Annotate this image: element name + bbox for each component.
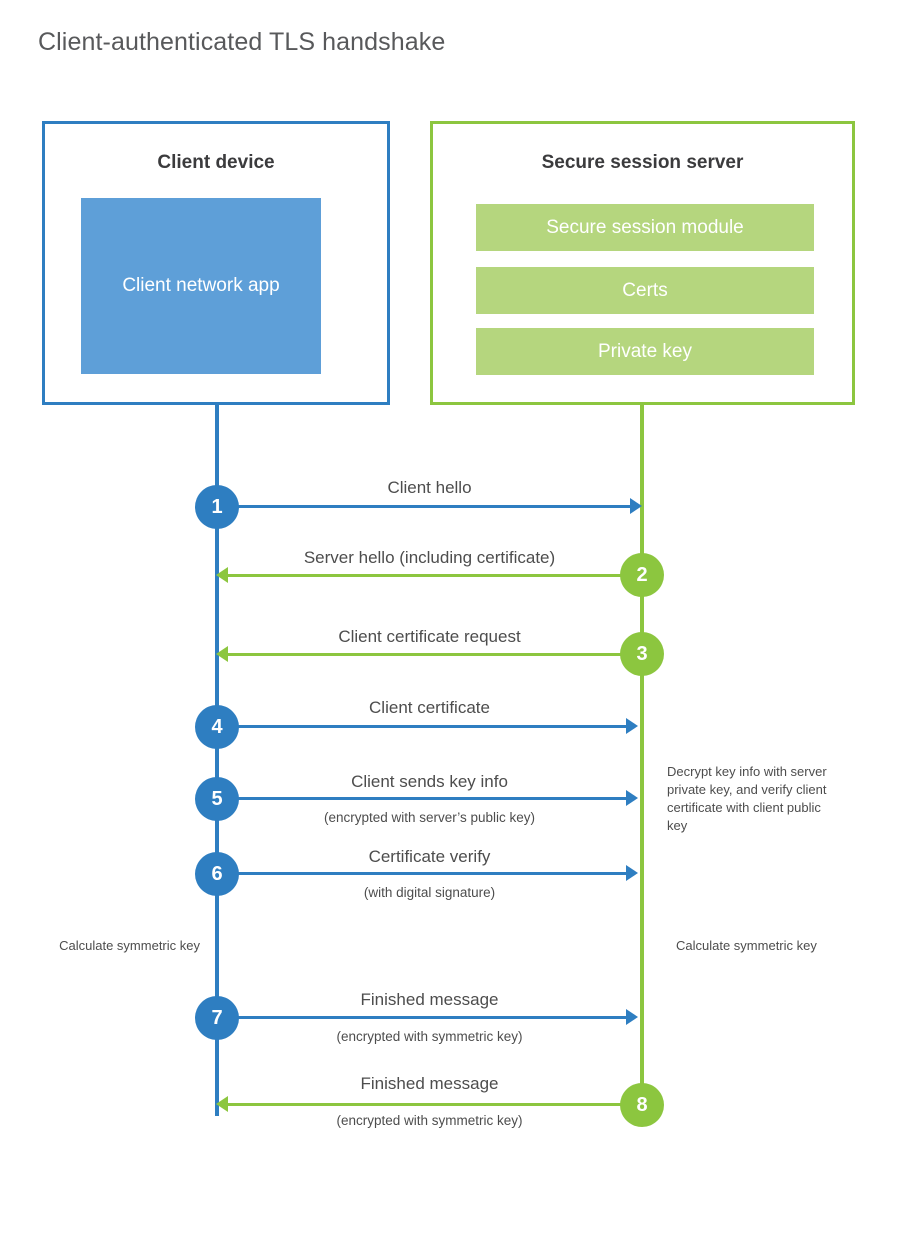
step-1-arrow-head-icon — [630, 498, 642, 514]
client-lifeline — [215, 405, 219, 1116]
step-5-sublabel: (encrypted with server’s public key) — [323, 810, 536, 825]
server-calculate-symmetric-key-annotation: Calculate symmetric key — [676, 938, 817, 953]
step-5-label: Client sends key info — [351, 772, 508, 791]
server-component-certs: Certs — [476, 267, 814, 314]
step-8-number-badge[interactable]: 8 — [620, 1083, 664, 1127]
step-3-arrow-line — [228, 653, 642, 656]
step-4-number-badge[interactable]: 4 — [195, 705, 239, 749]
server-component-private-key: Private key — [476, 328, 814, 375]
step-6-sublabel: (with digital signature) — [363, 885, 496, 900]
secure-session-server-box: Secure session server Secure session mod… — [430, 121, 855, 405]
step-5-arrow-head-icon — [626, 790, 638, 806]
step-6-arrow-head-icon — [626, 865, 638, 881]
step-2-number-badge[interactable]: 2 — [620, 553, 664, 597]
secure-session-server-title: Secure session server — [541, 152, 744, 173]
server-decrypt-annotation: Decrypt key info with server private key… — [667, 764, 827, 833]
step-5-arrow-line — [217, 797, 628, 800]
step-3-arrow-head-icon — [216, 646, 228, 662]
step-4-label: Client certificate — [369, 698, 490, 717]
step-2-arrow-head-icon — [216, 567, 228, 583]
client-device-title: Client device — [157, 152, 275, 173]
step-8-arrow-line — [228, 1103, 642, 1106]
step-6-arrow-line — [217, 872, 628, 875]
step-8-arrow-head-icon — [216, 1096, 228, 1112]
step-1-arrow-line — [217, 505, 632, 508]
client-network-app-block: Client network app — [81, 198, 321, 374]
server-component-secure-session-module: Secure session module — [476, 204, 814, 251]
step-7-arrow-head-icon — [626, 1009, 638, 1025]
step-1-label: Client hello — [387, 478, 472, 497]
step-5-number-badge[interactable]: 5 — [195, 777, 239, 821]
step-4-arrow-head-icon — [626, 718, 638, 734]
step-7-sublabel: (encrypted with symmetric key) — [336, 1029, 523, 1044]
server-lifeline — [640, 405, 644, 1105]
step-2-arrow-line — [228, 574, 642, 577]
client-calculate-symmetric-key-annotation: Calculate symmetric key — [59, 938, 200, 953]
step-8-label: Finished message — [360, 1074, 499, 1093]
step-1-number-badge[interactable]: 1 — [195, 485, 239, 529]
step-3-number-badge[interactable]: 3 — [620, 632, 664, 676]
page-title: Client-authenticated TLS handshake — [38, 28, 446, 56]
step-3-label: Client certificate request — [338, 627, 521, 646]
step-7-arrow-line — [217, 1016, 628, 1019]
step-4-arrow-line — [217, 725, 628, 728]
step-7-number-badge[interactable]: 7 — [195, 996, 239, 1040]
step-7-label: Finished message — [360, 990, 499, 1009]
step-8-sublabel: (encrypted with symmetric key) — [336, 1113, 523, 1128]
step-6-number-badge[interactable]: 6 — [195, 852, 239, 896]
step-6-label: Certificate verify — [368, 847, 491, 866]
step-2-label: Server hello (including certificate) — [303, 548, 556, 567]
client-device-box: Client device Client network app — [42, 121, 390, 405]
